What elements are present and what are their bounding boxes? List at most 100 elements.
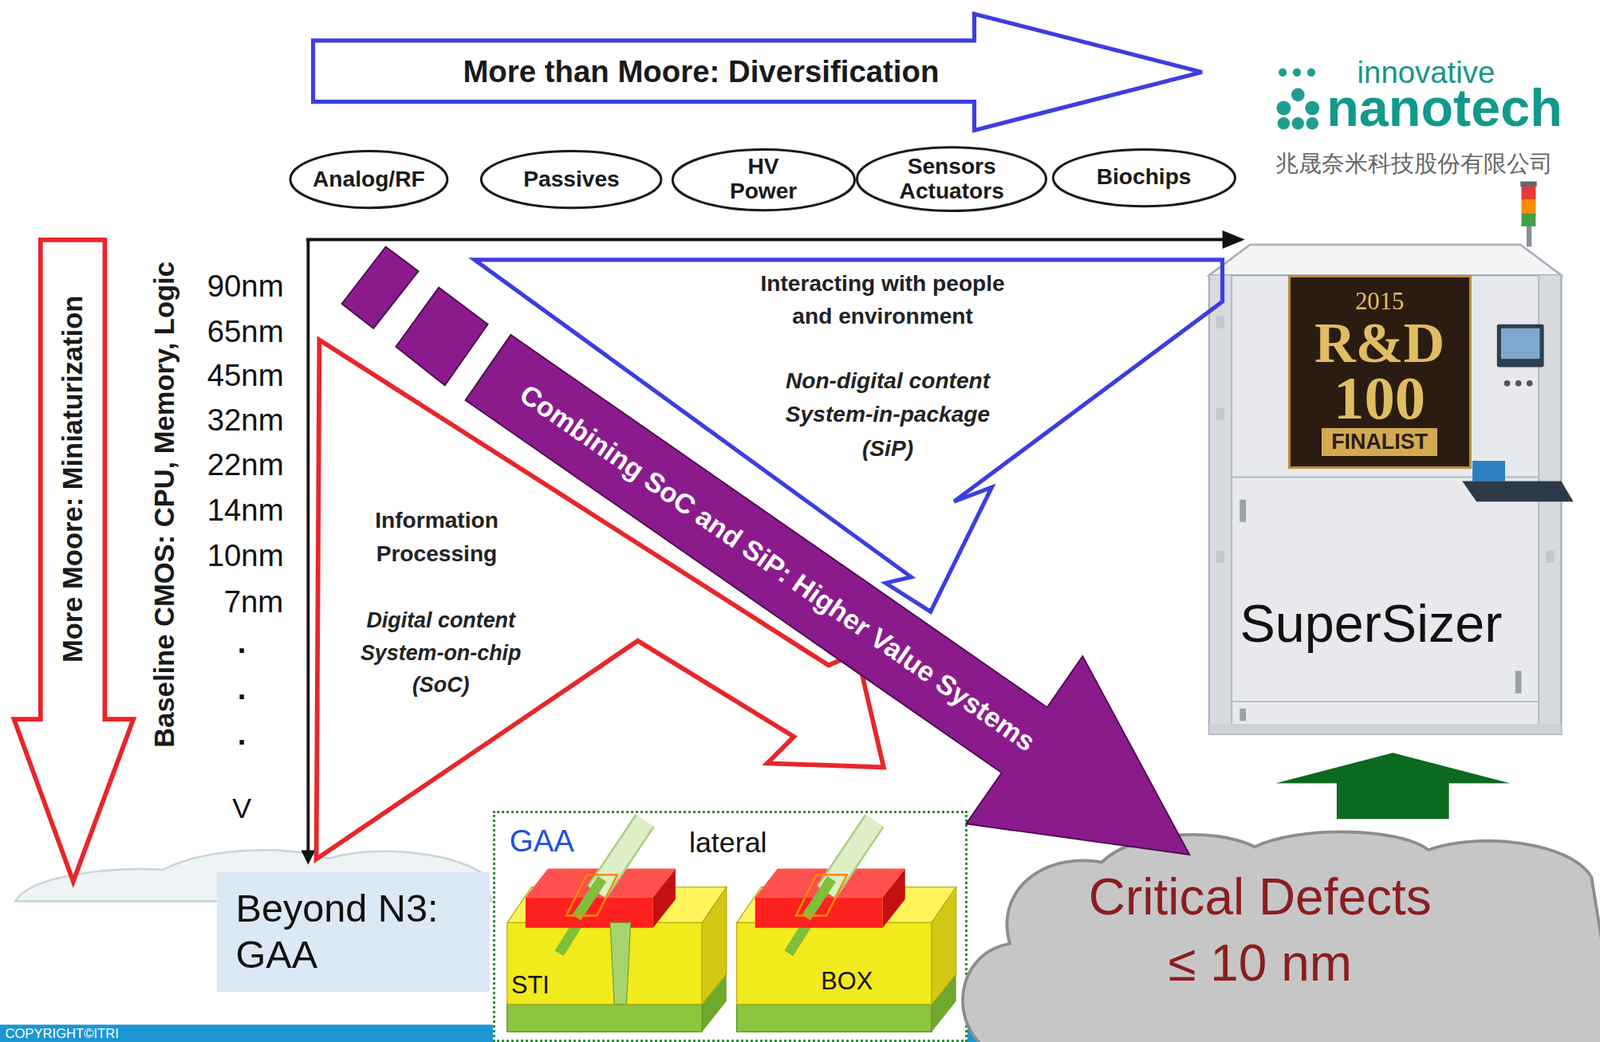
region-heading: Information Processing: [347, 504, 527, 572]
machine-buttons: [1504, 380, 1534, 387]
callout-text: Beyond N3: GAA: [236, 885, 481, 979]
category-ellipse: Passives: [479, 149, 663, 209]
category-ellipse-shape: [290, 151, 448, 209]
machine-handles: [1515, 670, 1522, 694]
logo-dots: [1292, 117, 1305, 130]
category-label: Biochips: [1096, 165, 1192, 190]
node-size: 22nm: [207, 447, 284, 483]
node-size: 14nm: [207, 492, 284, 529]
category-label: Passives: [523, 167, 619, 193]
logo-dots: [1304, 101, 1320, 116]
region-heading: Interacting with people and environment: [747, 267, 1018, 334]
node-callout: Beyond N3: GAA: [216, 872, 490, 993]
figure-subtitle: lateral: [689, 827, 768, 860]
node-size: 32nm: [207, 402, 284, 438]
category-label: Analog/RF: [312, 167, 426, 193]
supersizer-machine: SuperSizer 2015R&D100FINALIST: [1209, 244, 1561, 735]
gaa-transistor: [507, 1004, 702, 1033]
category-ellipse: Analog/RF: [288, 149, 450, 209]
arrow-title: More Moore: Miniaturization: [57, 295, 90, 663]
machine-buttons: [1504, 380, 1511, 387]
node-size: 10nm: [207, 538, 284, 574]
supersizer-illustration: [1209, 244, 1574, 735]
copyright: COPYRIGHT©ITRI: [4, 1026, 119, 1042]
machine-panel-lines: [1230, 275, 1233, 734]
node-size: 90nm: [207, 268, 284, 304]
figure-title: GAA: [509, 823, 575, 860]
sti-trench: [610, 922, 631, 1005]
supersizer-illustration: [1209, 275, 1232, 734]
node-size: 7nm: [224, 584, 284, 620]
machine-panel-lines: [1231, 275, 1539, 734]
axes: [306, 240, 310, 854]
gaa-figure-box: GAA lateral: [492, 811, 968, 1042]
gaa-transistor: [701, 887, 727, 1005]
category-ellipse-shape: [1052, 149, 1235, 206]
machine-vents: [1216, 551, 1225, 564]
award-year: 2015: [1355, 288, 1404, 316]
product-name: SuperSizer: [1239, 593, 1502, 655]
critical-defects-cloud: Critical Defects ≤ 10 nm: [969, 831, 1600, 1042]
machine-base: [1209, 724, 1561, 735]
signal-tower: [1521, 186, 1536, 201]
machine-keyboard: [1462, 481, 1573, 503]
machine-handles: [1239, 709, 1246, 722]
award-title: 100: [1333, 370, 1426, 429]
machine-vents: [1216, 315, 1225, 328]
more-moore-arrow: More Moore: Miniaturization: [11, 236, 136, 887]
logo-dots: [1276, 101, 1291, 116]
higher-value-arrow-shape: [429, 283, 1248, 939]
logo-dots: [1307, 68, 1316, 77]
category-ellipse: Biochips: [1051, 148, 1238, 208]
award-badge: 2015R&D100FINALIST: [1288, 275, 1472, 469]
logo-dots: [1278, 68, 1287, 77]
machine-vents: [1216, 315, 1554, 563]
critical-defects-cloud-shape: [962, 831, 1600, 1042]
logo-dots: [1291, 88, 1305, 103]
block-arrow-connector: [1275, 752, 1510, 820]
signal-tower: [1520, 181, 1537, 187]
region-note: Non-digital content System-in-package (S…: [765, 364, 1011, 466]
ellipsis-dot: .: [237, 625, 247, 661]
signal-tower: [1521, 212, 1536, 227]
machine-vents: [1545, 551, 1554, 564]
machine-device: [1472, 461, 1506, 482]
logo-dots: [1292, 68, 1301, 77]
more-moore-arrow-shape: [14, 240, 134, 883]
diversification-arrow-shape: [313, 14, 1202, 131]
purple-blocks: [342, 246, 489, 386]
axes: [306, 238, 1225, 242]
gaa-figure-ground: [492, 811, 968, 1042]
signal-tower: [1526, 226, 1532, 248]
cloud-text: Critical Defects ≤ 10 nm: [1075, 864, 1444, 998]
company-name: 兆晟奈米科技股份有限公司: [1275, 149, 1553, 178]
category-ellipse: HV Power: [670, 148, 857, 212]
gaa-transistor: [507, 922, 702, 1005]
category-ellipse-shape: [481, 151, 663, 209]
purple-blocks: [342, 246, 419, 328]
purple-blocks: [395, 287, 488, 387]
node-size: 65nm: [207, 314, 284, 350]
signal-tower: [1520, 181, 1537, 248]
layer-name: STI: [511, 971, 550, 1000]
category-ellipse: Sensors Actuators: [855, 145, 1049, 213]
signal-tower: [1521, 200, 1536, 214]
machine-screen: [1501, 328, 1541, 359]
machine-buttons: [1526, 380, 1534, 387]
gaa-transistor: [736, 820, 957, 1033]
category-ellipse-shape: [857, 147, 1047, 212]
machine-handles: [1239, 500, 1246, 523]
machine-vents: [1216, 408, 1225, 421]
axes: [300, 851, 316, 866]
layer-name: BOX: [820, 967, 873, 996]
ellipsis-dot: .: [237, 717, 247, 753]
award-rank: FINALIST: [1321, 428, 1438, 458]
diversification-arrow: More than Moore: Diversification: [311, 11, 1204, 133]
ellipsis-dot: .: [237, 671, 247, 707]
logo-word: nanotech: [1326, 77, 1563, 139]
supersizer-illustration: [1209, 244, 1561, 276]
machine-buttons: [1515, 380, 1522, 387]
logo-dots: [1276, 68, 1320, 131]
arrow-title: Combining SoC and SiP: Higher Value Syst…: [513, 378, 1041, 758]
region-note: Digital content System-on-chip (SoC): [343, 604, 538, 702]
